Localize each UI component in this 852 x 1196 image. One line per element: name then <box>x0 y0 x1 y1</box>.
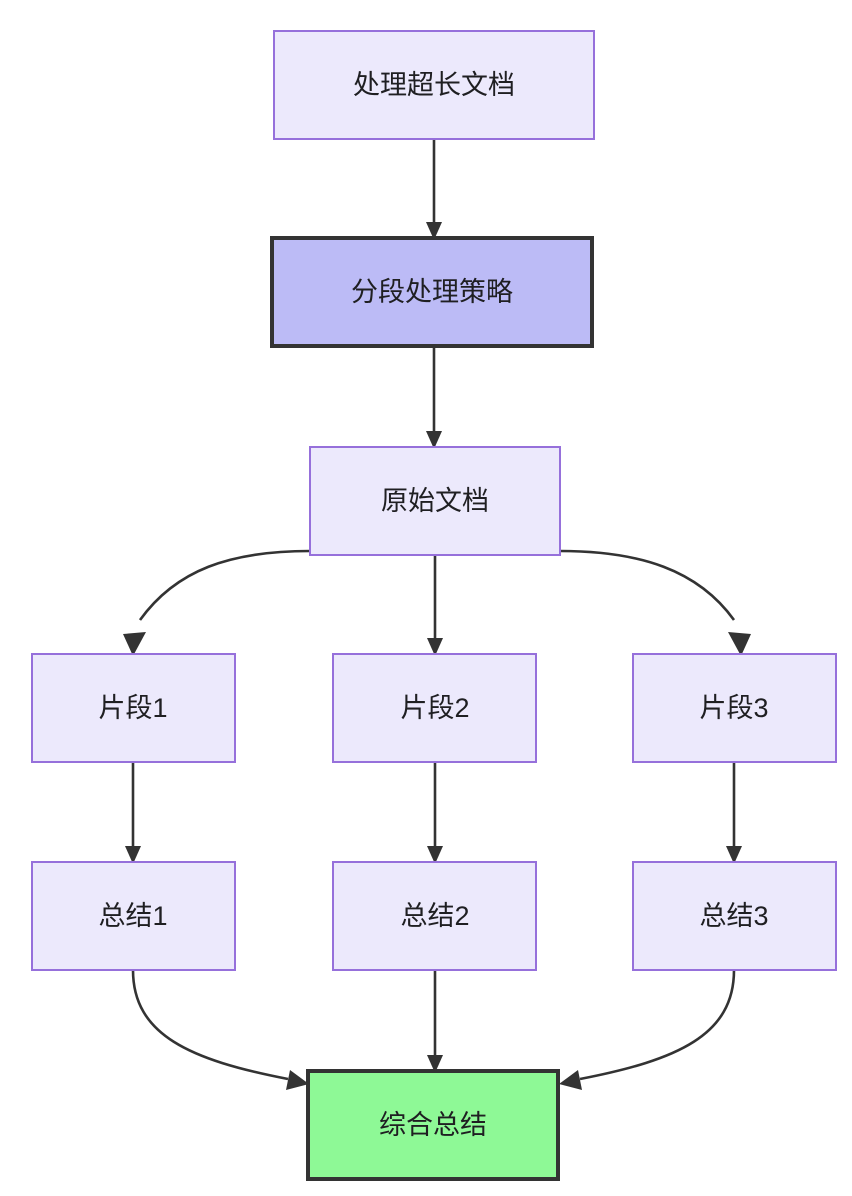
node-box[interactable] <box>332 861 537 971</box>
node-fragment-1[interactable]: 片段1 <box>31 653 236 763</box>
edge-strategy-to-source <box>426 346 442 449</box>
edge-line <box>138 549 311 621</box>
edge-line <box>131 969 289 1081</box>
edge-fragment2-to-summary2 <box>427 762 443 864</box>
edge-summary2-to-final <box>427 970 443 1073</box>
edge-layer <box>123 139 751 1090</box>
edge-source-to-fragment3 <box>559 549 751 656</box>
arrowhead-icon <box>726 846 742 864</box>
node-combined-summary[interactable]: 综合总结 <box>306 1069 560 1181</box>
arrowhead-icon <box>123 632 146 656</box>
edge-summary1-to-final <box>131 969 309 1090</box>
node-process-long-document[interactable]: 处理超长文档 <box>273 30 595 140</box>
arrowhead-icon <box>427 638 443 656</box>
arrowhead-icon <box>426 431 442 449</box>
edge-fragment3-to-summary3 <box>726 762 742 864</box>
node-fragment-2[interactable]: 片段2 <box>332 653 537 763</box>
arrowhead-icon <box>728 632 751 656</box>
edge-source-to-fragment2 <box>427 555 443 656</box>
arrowhead-icon <box>125 846 141 864</box>
node-summary-1[interactable]: 总结1 <box>31 861 236 971</box>
node-layer: 处理超长文档 分段处理策略 原始文档 片段1 片段2 片段3 <box>31 30 837 1181</box>
node-source-document[interactable]: 原始文档 <box>309 446 561 556</box>
node-box[interactable] <box>309 446 561 556</box>
node-box[interactable] <box>632 653 837 763</box>
arrowhead-icon <box>286 1070 309 1090</box>
node-fragment-3[interactable]: 片段3 <box>632 653 837 763</box>
edge-summary3-to-final <box>559 969 736 1090</box>
edge-source-to-fragment1 <box>123 549 311 656</box>
edge-line <box>579 969 736 1081</box>
node-summary-3[interactable]: 总结3 <box>632 861 837 971</box>
node-summary-2[interactable]: 总结2 <box>332 861 537 971</box>
node-box[interactable] <box>632 861 837 971</box>
arrowhead-icon <box>427 846 443 864</box>
edge-process-to-strategy <box>426 139 442 240</box>
node-chunking-strategy[interactable]: 分段处理策略 <box>270 236 594 348</box>
node-box[interactable] <box>332 653 537 763</box>
node-box[interactable] <box>306 1069 560 1181</box>
node-box[interactable] <box>31 861 236 971</box>
edge-fragment1-to-summary1 <box>125 762 141 864</box>
arrowhead-icon <box>427 1055 443 1073</box>
edge-line <box>559 549 736 621</box>
arrowhead-icon <box>426 222 442 240</box>
node-box[interactable] <box>273 30 595 140</box>
node-box[interactable] <box>270 236 594 348</box>
node-box[interactable] <box>31 653 236 763</box>
arrowhead-icon <box>559 1070 582 1090</box>
